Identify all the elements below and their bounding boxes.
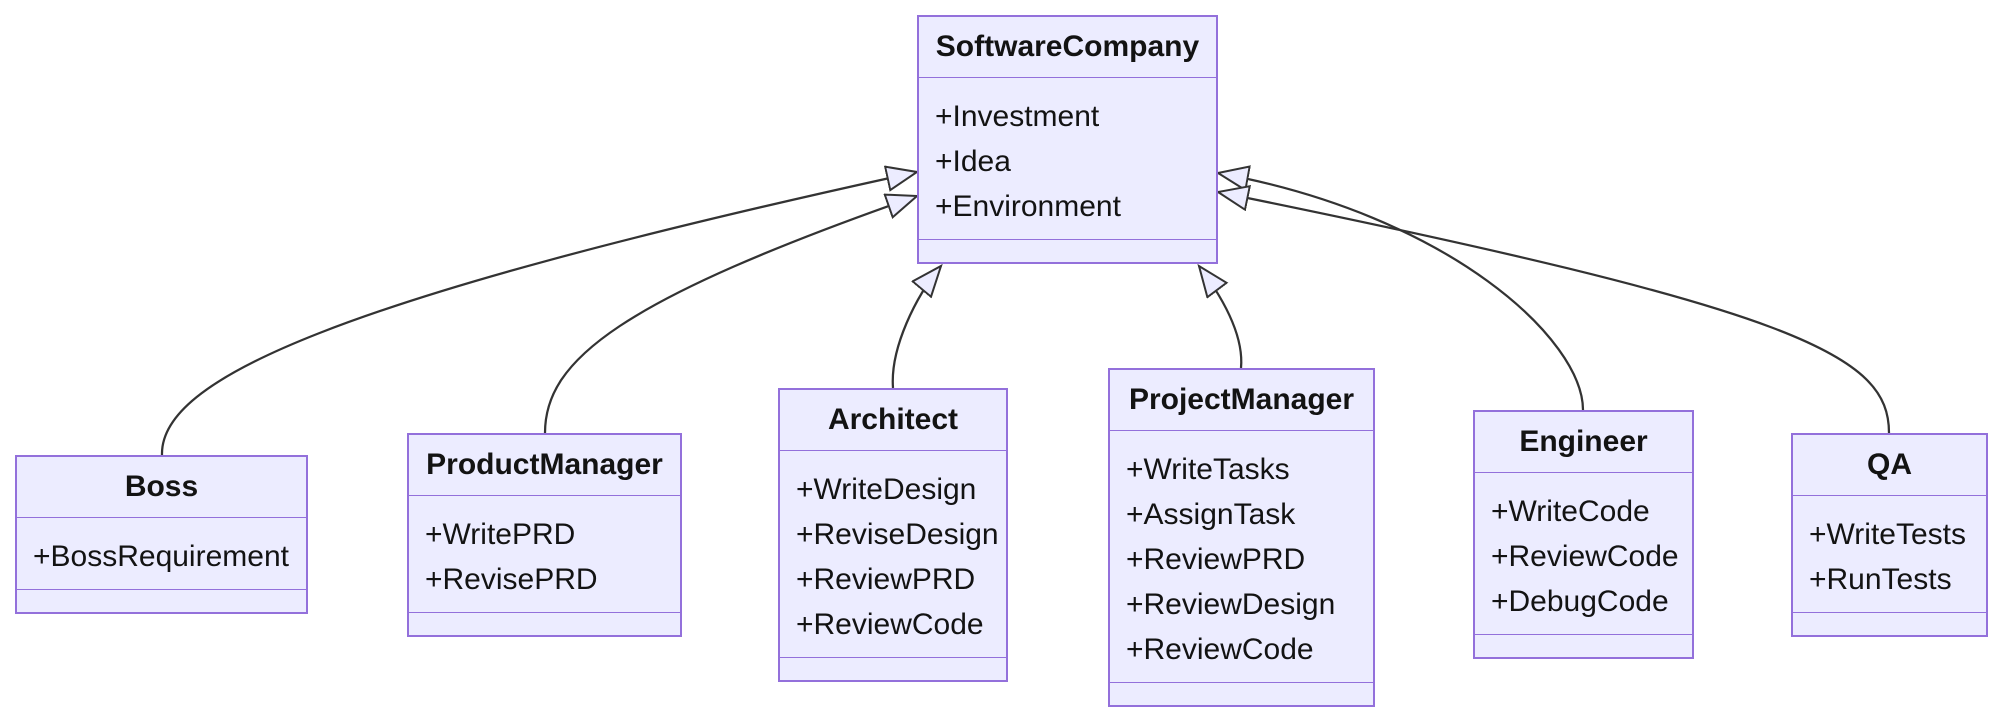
class-attribute: +AssignTask — [1126, 498, 1296, 531]
class-attribute: +WriteDesign — [796, 473, 977, 506]
class-QA: QA +WriteTests +RunTests — [1791, 433, 1988, 637]
class-methods-empty — [1793, 613, 1986, 635]
edge-qa-to-softwarecompany — [1218, 192, 1891, 434]
edge-architect-to-softwarecompany — [891, 266, 941, 389]
class-attribute: +ReviewCode — [1491, 540, 1679, 573]
class-attribute: +Investment — [935, 100, 1100, 133]
class-attribute: +RunTests — [1809, 563, 1952, 596]
class-attribute: +RevisePRD — [425, 563, 598, 596]
class-attributes: +BossRequirement — [17, 518, 306, 590]
class-name: Boss — [17, 457, 306, 518]
class-name: QA — [1793, 435, 1986, 496]
class-methods-empty — [780, 658, 1006, 680]
class-ProjectManager: ProjectManager +WriteTasks +AssignTask +Re… — [1108, 368, 1375, 707]
class-methods-empty — [1110, 683, 1373, 705]
class-name: ProjectManager — [1110, 370, 1373, 431]
class-Boss: Boss +BossRequirement — [15, 455, 308, 614]
class-attribute: +ReviewPRD — [1126, 543, 1306, 576]
class-methods-empty — [919, 240, 1216, 262]
class-attribute: +Idea — [935, 145, 1011, 178]
class-ProductManager: ProductManager +WritePRD +RevisePRD — [407, 433, 682, 637]
class-methods-empty — [1475, 635, 1692, 657]
class-attributes: +WriteTasks +AssignTask +ReviewPRD +ReviewD… — [1110, 431, 1373, 683]
class-name: ProductManager — [409, 435, 680, 496]
class-attributes: +WriteCode +ReviewCode +DebugCode — [1475, 473, 1692, 635]
class-name: Architect — [780, 390, 1006, 451]
class-methods-empty — [17, 590, 306, 612]
edge-projectmanager-to-softwarecompany — [1199, 266, 1243, 369]
class-attribute: +DebugCode — [1491, 585, 1669, 618]
class-Architect: Architect +WriteDesign +ReviseDesign +Revi… — [778, 388, 1008, 682]
class-attributes: +WriteDesign +ReviseDesign +ReviewPRD +Revi… — [780, 451, 1006, 658]
edge-engineer-to-softwarecompany — [1218, 173, 1585, 411]
class-attributes: +Investment +Idea +Environment — [919, 78, 1216, 240]
class-attribute: +BossRequirement — [33, 540, 289, 573]
class-attribute: +WriteTasks — [1126, 453, 1290, 486]
class-attribute: +ReviewCode — [796, 608, 984, 641]
class-attribute: +ReviewDesign — [1126, 588, 1336, 621]
class-methods-empty — [409, 613, 680, 635]
class-attributes: +WriteTests +RunTests — [1793, 496, 1986, 613]
class-SoftwareCompany: SoftwareCompany +Investment +Idea +Environ… — [917, 15, 1218, 264]
edge-productmanager-to-softwarecompany — [543, 196, 917, 434]
class-Engineer: Engineer +WriteCode +ReviewCode +DebugCode — [1473, 410, 1694, 659]
class-attribute: +WriteCode — [1491, 495, 1650, 528]
class-attribute: +Environment — [935, 190, 1121, 223]
class-attribute: +ReviewPRD — [796, 563, 976, 596]
edge-boss-to-softwarecompany — [160, 172, 917, 456]
class-name: Engineer — [1475, 412, 1692, 473]
class-attribute: +WriteTests — [1809, 518, 1966, 551]
class-attribute: +WritePRD — [425, 518, 576, 551]
class-attribute: +ReviewCode — [1126, 633, 1314, 666]
class-attributes: +WritePRD +RevisePRD — [409, 496, 680, 613]
class-name: SoftwareCompany — [919, 17, 1216, 78]
class-attribute: +ReviseDesign — [796, 518, 999, 551]
